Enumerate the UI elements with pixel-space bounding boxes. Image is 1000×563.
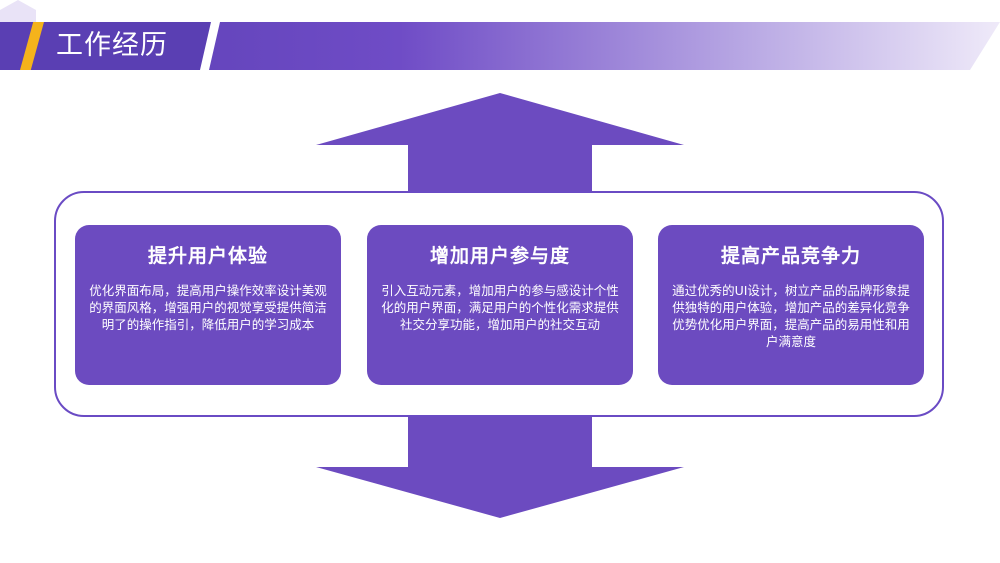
card-body: 通过优秀的UI设计，树立产品的品牌形象提供独特的用户体验，增加产品的差异化竞争优…	[672, 283, 910, 349]
down-arrow	[316, 405, 684, 518]
card-title: 提高产品竞争力	[720, 245, 861, 267]
card-title: 增加用户参与度	[429, 245, 570, 267]
card-body: 优化界面布局，提高用户操作效率设计美观的界面风格，增强用户的视觉享受提供简洁明了…	[89, 283, 327, 332]
up-arrow	[316, 93, 684, 200]
card-improve-ux: 提升用户体验 优化界面布局，提高用户操作效率设计美观的界面风格，增强用户的视觉享…	[75, 225, 341, 385]
page-title: 工作经历	[56, 30, 168, 61]
card-boost-competitiveness: 提高产品竞争力 通过优秀的UI设计，树立产品的品牌形象提供独特的用户体验，增加产…	[658, 225, 924, 385]
card-title: 提升用户体验	[147, 245, 268, 267]
card-increase-engagement: 增加用户参与度 引入互动元素，增加用户的参与感设计个性化的用户界面，满足用户的个…	[367, 225, 633, 385]
card-body: 引入互动元素，增加用户的参与感设计个性化的用户界面，满足用户的个性化需求提供社交…	[381, 283, 619, 332]
